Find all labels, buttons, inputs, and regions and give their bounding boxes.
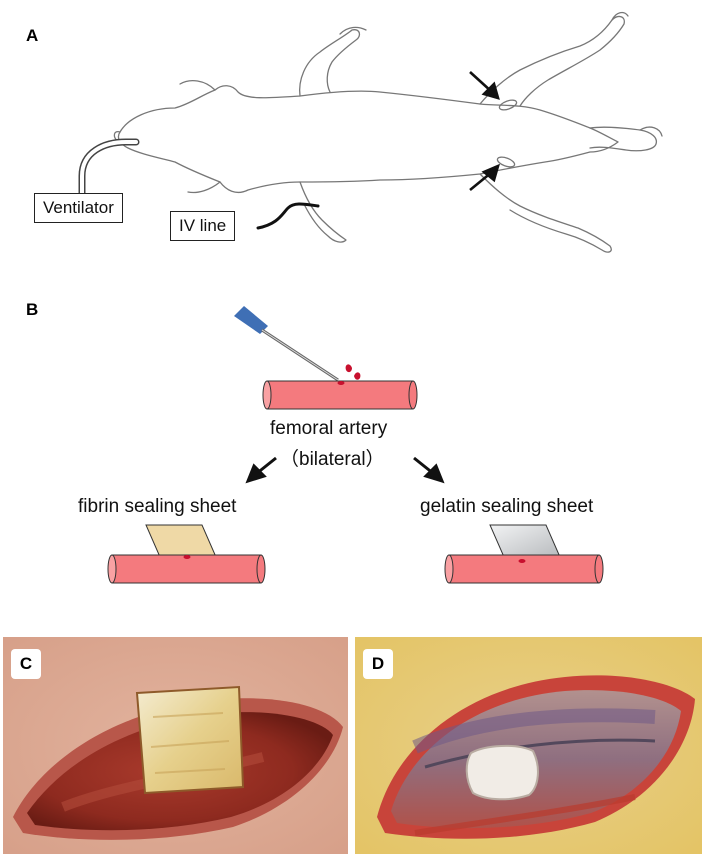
femoral-artery-label: femoral artery [270,418,388,439]
incision-left [498,99,518,111]
rat-tail [589,126,658,152]
incision-right [496,156,516,168]
needle [234,306,339,382]
iv-line-label: IV line [170,211,236,241]
artery-left [107,554,266,584]
needle-hub [234,306,268,334]
gelatin-patch-photo [465,744,539,801]
puncture-point [337,381,345,385]
artery-right [444,554,604,584]
blood-spurt-2 [354,372,361,380]
panel-b-letter: B [26,300,39,319]
fibrin-sheet [145,524,217,558]
panel-d-photo: D [355,637,702,854]
ventilator-label: Ventilator [34,193,123,223]
gelatin-sheet-label: gelatin sealing sheet [420,496,594,517]
rat-rear-leg-top [479,15,625,107]
procedure-diagram [107,306,604,584]
iv-line-tube [256,202,320,230]
rat-front-leg-bottom [299,181,347,243]
rat-rear-leg-bottom [479,173,612,253]
panel-c-letter: C [11,649,41,679]
gelatin-sheet [489,524,561,558]
rat-body-outline [117,85,619,194]
panel-d-letter: D [363,649,393,679]
panel-a-letter: A [26,26,39,45]
rat-diagram [78,11,663,253]
artery-top [262,380,418,410]
panel-c-photo: C [3,637,348,854]
rat-front-leg-top [299,29,361,97]
blood-spurt-1 [345,364,352,373]
surgical-photo-gelatin [355,637,702,854]
fibrin-patch-photo [135,685,245,795]
bilateral-label: （bilateral） [280,449,385,470]
fibrin-sheet-label: fibrin sealing sheet [78,496,237,517]
surgical-photo-fibrin [3,637,348,854]
